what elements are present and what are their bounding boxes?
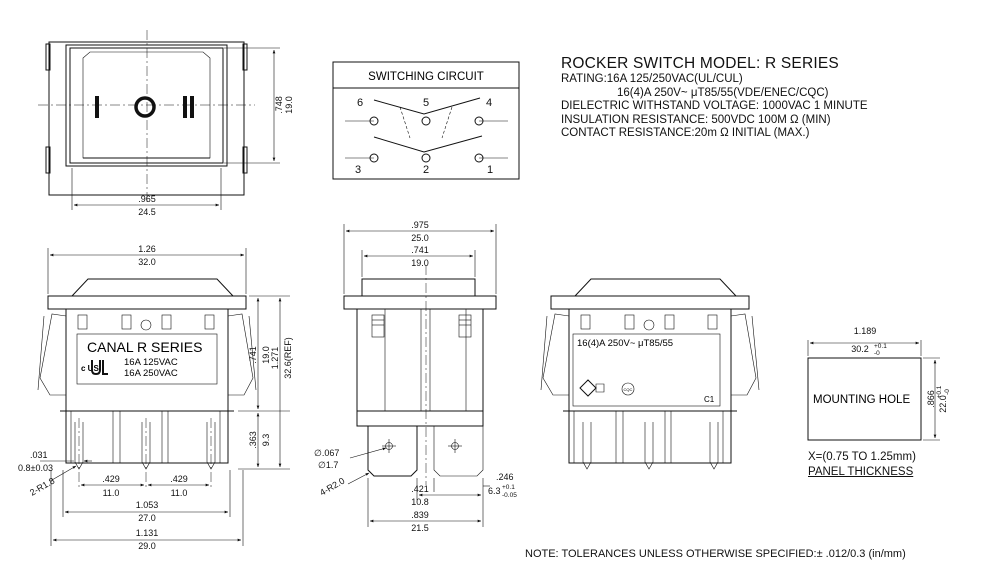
side-w4-mm: 21.5 [411, 523, 429, 533]
hole-height-mm: 22.0 [938, 395, 948, 413]
hole-dia-mm: ∅1.7 [318, 460, 338, 470]
cqc-mark-icon [621, 382, 635, 396]
hole-width-in: 1.189 [854, 326, 877, 336]
back-code: C1 [704, 395, 715, 404]
panel-thickness-range: X=(0.75 TO 1.25mm) [808, 451, 916, 463]
front-h1-mm: 19.0 [261, 346, 271, 364]
circuit-title: SWITCHING CIRCUIT [368, 71, 484, 83]
back-label: 16(4)A 250V~ μT85/55 [577, 338, 673, 349]
zero-symbol [134, 96, 156, 118]
pin-width-mm: 0.8±0.03 [18, 463, 53, 473]
spec-title: ROCKER SWITCH MODEL: R SERIES [561, 55, 839, 72]
terminal-2: 2 [423, 164, 429, 176]
pin-radius: 2-R1.8 [28, 476, 56, 498]
side-w2-in: .741 [411, 245, 429, 255]
on-symbol-b [190, 96, 194, 118]
front-w3-in: 1.131 [136, 528, 159, 538]
pitch2-mm: 11.0 [171, 488, 188, 498]
tab-radius: 4-R2.0 [318, 476, 346, 498]
cqc-mark-text: CQC [624, 387, 633, 392]
front-width-mm: 32.0 [138, 257, 156, 267]
top-height-mm: 19.0 [284, 96, 294, 114]
front-h1-in: .741 [248, 346, 258, 364]
pin-width-in: .031 [30, 450, 48, 460]
vde-mark-icon [595, 383, 605, 393]
ul-logo-icon [91, 360, 108, 376]
spec-contact: CONTACT RESISTANCE:20m Ω INITIAL (MAX.) [561, 127, 810, 139]
back-view: 16(4)A 250V~ μT85/55 CQC C1 [540, 278, 760, 470]
panel-note: X=(0.75 TO 1.25mm) PANEL THICKNESS [808, 450, 916, 480]
top-width-in: .965 [138, 194, 156, 204]
off-symbol [95, 96, 99, 118]
top-view: .748 19.0 .965 24.5 [38, 30, 294, 217]
side-w3-mm: 10.8 [411, 497, 429, 507]
terminal-6: 6 [357, 97, 363, 109]
spec-block: ROCKER SWITCH MODEL: R SERIES RATING:16A… [561, 54, 868, 141]
hole-width-mm: 30.2 [851, 344, 869, 354]
front-h2-in: 1.271 [270, 347, 280, 370]
hole-height-in: .866 [926, 390, 936, 408]
pitch1-in: .429 [102, 474, 120, 484]
front-width-in: 1.26 [138, 244, 156, 254]
side-view: .975 25.0 .741 19.0 ∅.067 ∅1.7 4-R2.0 .4… [314, 220, 517, 533]
hole-dia-in: ∅.067 [314, 448, 339, 458]
spec-rating1: RATING:16A 125/250VAC(UL/CUL) [561, 73, 743, 85]
tab-width-mm: 6.3 [488, 486, 501, 496]
front-h2-mm: 32.6(REF) [283, 337, 293, 379]
tab-width-in: .246 [496, 472, 514, 482]
front-view: CANAL R SERIES 16A 125VAC 16A 250VAC c U… [18, 244, 293, 551]
side-w1-in: .975 [411, 220, 429, 230]
spec-dielectric: DIELECTRIC WITHSTAND VOLTAGE: 1000VAC 1 … [561, 100, 868, 112]
spec-rating2: 16(4)A 250V~ μT85/55(VDE/ENEC/CQC) [617, 86, 829, 99]
front-h3-mm: 9.3 [261, 434, 271, 447]
hole-width-tol-up: +0.1 [874, 343, 887, 350]
front-w2-mm: 27.0 [138, 513, 156, 523]
front-label-main: CANAL R SERIES [87, 339, 202, 355]
ul-mark-text: c US [81, 364, 99, 373]
front-label-line2: 16A 250VAC [124, 368, 178, 379]
hole-height-tol-up: +0.1 [936, 385, 943, 398]
spec-insulation: INSULATION RESISTANCE: 500VDC 100M Ω (MI… [561, 113, 831, 126]
terminal-1: 1 [487, 164, 493, 176]
top-height-in: .748 [274, 96, 284, 114]
terminal-4: 4 [486, 97, 492, 109]
hole-height-tol-dn: -0 [944, 389, 951, 395]
tolerance-note: NOTE: TOLERANCES UNLESS OTHERWISE SPECIF… [525, 548, 906, 560]
top-width-mm: 24.5 [138, 207, 156, 217]
terminal-3: 3 [355, 164, 361, 176]
mounting-hole-label: MOUNTING HOLE [813, 394, 910, 406]
terminal-5: 5 [423, 97, 429, 109]
side-w1-mm: 25.0 [411, 233, 429, 243]
tab-tol-dn: -0.05 [502, 492, 517, 499]
front-h3-in: .363 [248, 431, 258, 449]
front-w3-mm: 29.0 [138, 541, 156, 551]
enec-mark-icon [579, 379, 597, 397]
front-w2-in: 1.053 [136, 500, 159, 510]
side-w2-mm: 19.0 [411, 258, 429, 268]
on-symbol-a [183, 96, 187, 118]
switching-circuit: SWITCHING CIRCUIT 6 5 4 3 2 1 [332, 61, 520, 180]
side-w3-in: .421 [411, 484, 429, 494]
pitch2-in: .429 [170, 474, 188, 484]
pitch1-mm: 11.0 [103, 488, 120, 498]
panel-thickness-label: PANEL THICKNESS [808, 466, 914, 478]
front-label-line1: 16A 125VAC [124, 357, 178, 368]
hole-width-tol-dn: -0 [874, 350, 880, 357]
side-w4-in: .839 [411, 510, 429, 520]
tab-tol-up: +0.1 [502, 484, 515, 491]
mounting-hole: MOUNTING HOLE 1.189 30.2 +0.1 -0 .866 22… [807, 326, 951, 441]
